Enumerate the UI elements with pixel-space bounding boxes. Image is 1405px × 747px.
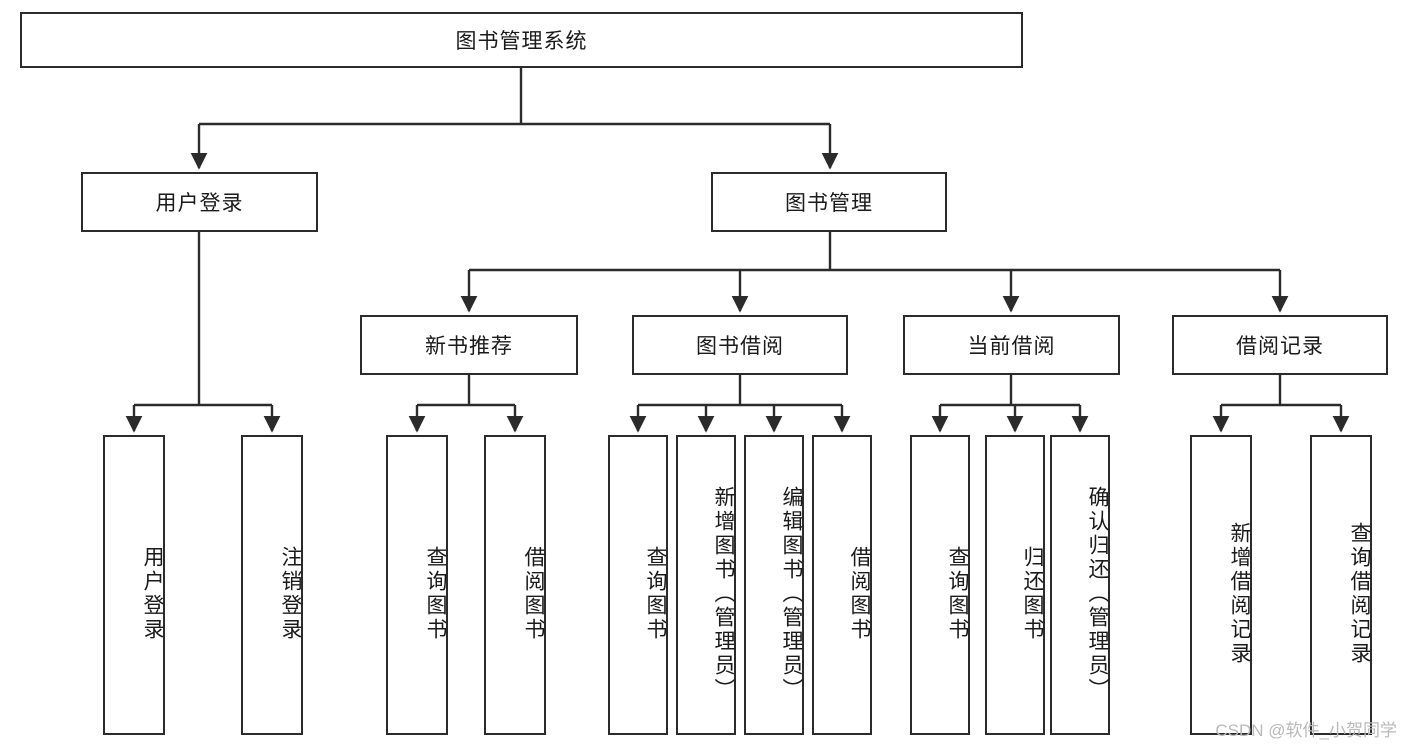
node-book-management[interactable]: 图书管理 xyxy=(711,172,947,232)
leaf-add-book-admin[interactable]: 新增图书（管理员） xyxy=(676,435,736,735)
node-user-login[interactable]: 用户登录 xyxy=(81,172,318,232)
node-root[interactable]: 图书管理系统 xyxy=(20,12,1023,68)
leaf-query-book-borrow[interactable]: 查询图书 xyxy=(608,435,668,735)
leaf-label: 编辑图书（管理员） xyxy=(780,486,803,702)
leaf-label: 借阅图书 xyxy=(522,546,545,642)
node-borrow-record-label: 借阅记录 xyxy=(1236,335,1324,358)
leaf-query-book-current[interactable]: 查询图书 xyxy=(910,435,970,735)
leaf-label: 查询图书 xyxy=(424,546,447,642)
watermark: CSDN @软件_小贺同学 xyxy=(1215,721,1397,740)
leaf-query-borrow-record[interactable]: 查询借阅记录 xyxy=(1310,435,1372,735)
leaf-label: 用户登录 xyxy=(141,546,164,642)
node-current-borrow-label: 当前借阅 xyxy=(967,335,1056,358)
leaf-query-book-recommend[interactable]: 查询图书 xyxy=(386,435,448,735)
leaf-edit-book-admin[interactable]: 编辑图书（管理员） xyxy=(744,435,804,735)
leaf-borrow-book-recommend[interactable]: 借阅图书 xyxy=(484,435,546,735)
node-current-borrow[interactable]: 当前借阅 xyxy=(903,315,1120,375)
node-user-login-label: 用户登录 xyxy=(155,192,244,215)
node-book-borrow-label: 图书借阅 xyxy=(696,335,784,358)
leaf-add-borrow-record[interactable]: 新增借阅记录 xyxy=(1190,435,1252,735)
leaf-label: 查询借阅记录 xyxy=(1348,522,1371,666)
leaf-confirm-return-admin[interactable]: 确认归还（管理员） xyxy=(1050,435,1110,735)
node-book-management-label: 图书管理 xyxy=(785,192,873,215)
leaf-label: 新增借阅记录 xyxy=(1228,522,1251,666)
node-new-book-recommend-label: 新书推荐 xyxy=(425,335,513,358)
leaf-label: 查询图书 xyxy=(644,546,667,642)
node-root-label: 图书管理系统 xyxy=(455,30,588,53)
leaf-borrow-book[interactable]: 借阅图书 xyxy=(812,435,872,735)
leaf-label: 注销登录 xyxy=(279,546,302,642)
leaf-label: 归还图书 xyxy=(1021,546,1044,642)
leaf-label: 借阅图书 xyxy=(848,546,871,642)
leaf-label: 查询图书 xyxy=(946,546,969,642)
leaf-label: 确认归还（管理员） xyxy=(1086,486,1109,702)
leaf-logout[interactable]: 注销登录 xyxy=(241,435,303,735)
leaf-user-login[interactable]: 用户登录 xyxy=(103,435,165,735)
leaf-label: 新增图书（管理员） xyxy=(712,486,735,702)
leaf-return-book[interactable]: 归还图书 xyxy=(985,435,1045,735)
node-new-book-recommend[interactable]: 新书推荐 xyxy=(360,315,578,375)
node-borrow-record[interactable]: 借阅记录 xyxy=(1172,315,1388,375)
node-book-borrow[interactable]: 图书借阅 xyxy=(632,315,848,375)
